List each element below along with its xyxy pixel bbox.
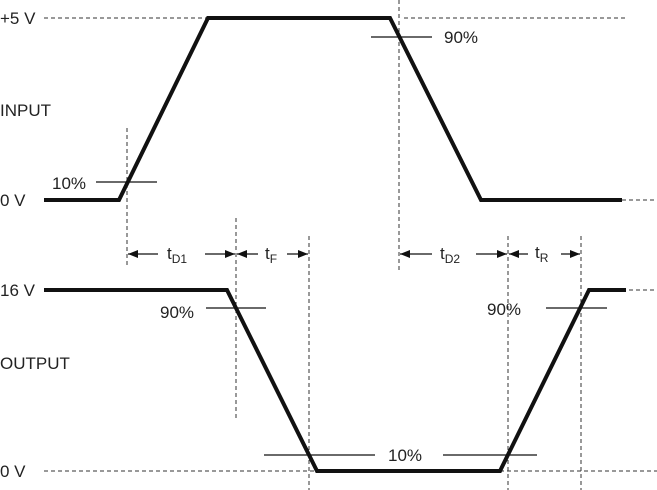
td2-label: tD2 [440,244,460,266]
input-90pct-label: 90% [444,28,478,47]
input-low-level-label: 0 V [0,191,26,210]
input-high-level-label: +5 V [0,9,36,28]
output-signal-label: OUTPUT [0,354,70,373]
output-high-level-label: 16 V [0,281,36,300]
tr-label: tR [535,243,549,265]
input-waveform [44,16,622,202]
output-waveform [44,288,626,473]
output-90pct-label-left: 90% [160,303,194,322]
tf-label: tF [265,244,277,266]
output-90pct-label-right: 90% [487,300,521,319]
input-signal-label: INPUT [0,101,51,120]
input-10pct-label: 10% [52,174,86,193]
td1-label: tD1 [167,244,187,266]
output-low-level-label: 0 V [0,462,26,481]
output-10pct-label: 10% [388,446,422,465]
